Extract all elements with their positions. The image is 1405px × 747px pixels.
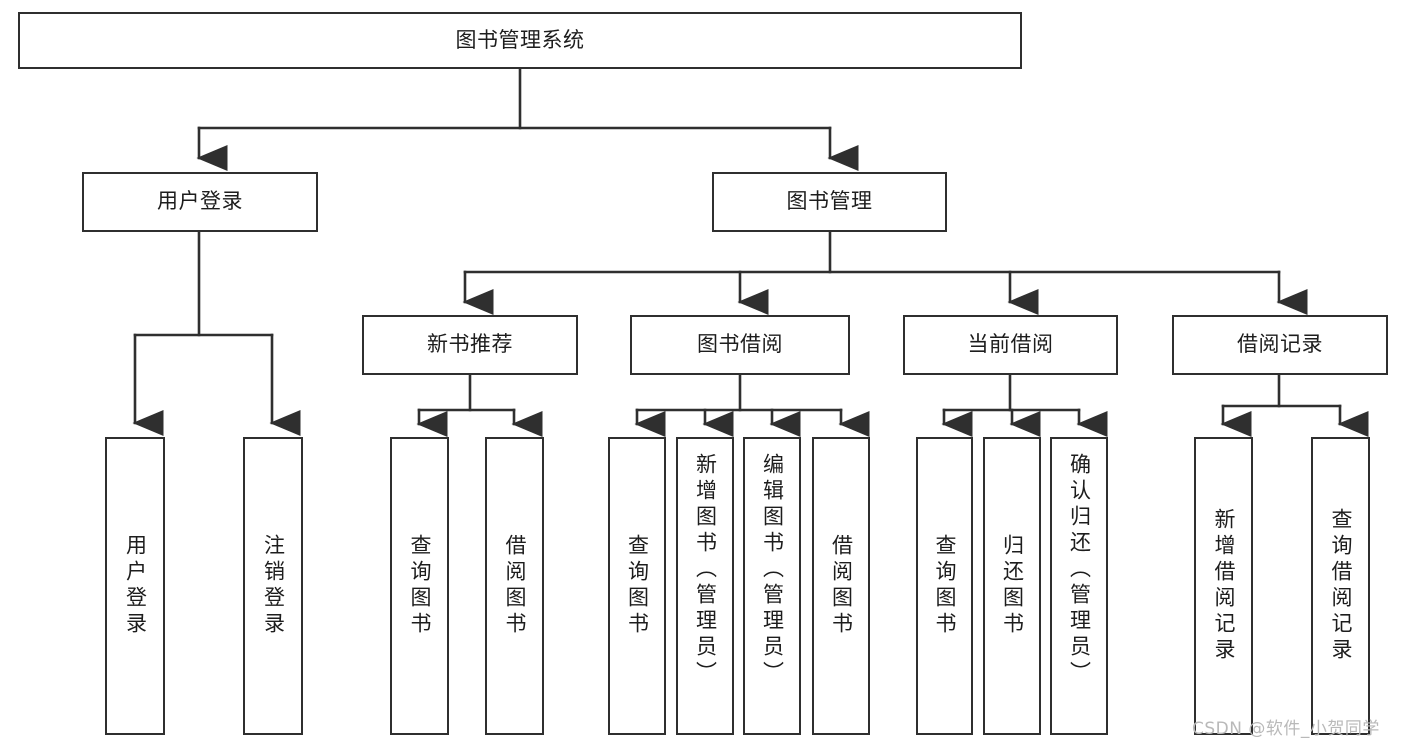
node-user-login-label: 用户登录: [157, 189, 243, 214]
node-book-manage[interactable]: 图书管理: [712, 172, 947, 232]
node-leaf-add-book-label: 新增图书（管理员）: [693, 453, 718, 687]
node-leaf-query-book-borrow-label: 查询图书: [625, 534, 650, 638]
node-leaf-return-book-label: 归还图书: [1000, 534, 1025, 638]
node-leaf-query-book-cur[interactable]: 查询图书: [916, 437, 973, 735]
node-leaf-add-record[interactable]: 新增借阅记录: [1194, 437, 1253, 735]
node-new-book-rec-label: 新书推荐: [427, 332, 513, 357]
node-user-login[interactable]: 用户登录: [82, 172, 318, 232]
node-book-borrow-label: 图书借阅: [697, 332, 783, 357]
node-leaf-add-book[interactable]: 新增图书（管理员）: [676, 437, 734, 735]
node-leaf-user-login-label: 用户登录: [123, 534, 148, 638]
node-current-borrow-label: 当前借阅: [967, 332, 1054, 357]
node-leaf-confirm-return[interactable]: 确认归还（管理员）: [1050, 437, 1108, 735]
node-book-manage-label: 图书管理: [786, 189, 873, 214]
node-leaf-query-record-label: 查询借阅记录: [1329, 508, 1353, 664]
node-new-book-rec[interactable]: 新书推荐: [362, 315, 578, 375]
node-root-label: 图书管理系统: [455, 27, 585, 52]
node-leaf-logout-label: 注销登录: [261, 534, 286, 638]
node-leaf-query-book-cur-label: 查询图书: [933, 534, 957, 638]
node-leaf-query-book-rec[interactable]: 查询图书: [390, 437, 449, 735]
node-leaf-query-record[interactable]: 查询借阅记录: [1311, 437, 1370, 735]
node-leaf-borrow-book[interactable]: 借阅图书: [812, 437, 870, 735]
node-leaf-borrow-book-rec-label: 借阅图书: [503, 534, 527, 638]
node-leaf-add-record-label: 新增借阅记录: [1212, 508, 1236, 664]
node-borrow-record-label: 借阅记录: [1237, 332, 1323, 357]
node-leaf-borrow-book-rec[interactable]: 借阅图书: [485, 437, 544, 735]
node-leaf-user-login[interactable]: 用户登录: [105, 437, 165, 735]
node-leaf-logout[interactable]: 注销登录: [243, 437, 303, 735]
node-book-borrow[interactable]: 图书借阅: [630, 315, 850, 375]
node-current-borrow[interactable]: 当前借阅: [903, 315, 1118, 375]
node-leaf-edit-book-label: 编辑图书（管理员）: [760, 453, 785, 687]
node-leaf-return-book[interactable]: 归还图书: [983, 437, 1041, 735]
node-leaf-confirm-return-label: 确认归还（管理员）: [1067, 453, 1092, 687]
csdn-watermark: CSDN @软件_小贺同学: [1192, 719, 1380, 739]
node-leaf-query-book-rec-label: 查询图书: [408, 534, 432, 638]
node-borrow-record[interactable]: 借阅记录: [1172, 315, 1388, 375]
node-leaf-edit-book[interactable]: 编辑图书（管理员）: [743, 437, 801, 735]
node-leaf-borrow-book-label: 借阅图书: [829, 534, 854, 638]
node-root[interactable]: 图书管理系统: [18, 12, 1022, 69]
node-leaf-query-book-borrow[interactable]: 查询图书: [608, 437, 666, 735]
